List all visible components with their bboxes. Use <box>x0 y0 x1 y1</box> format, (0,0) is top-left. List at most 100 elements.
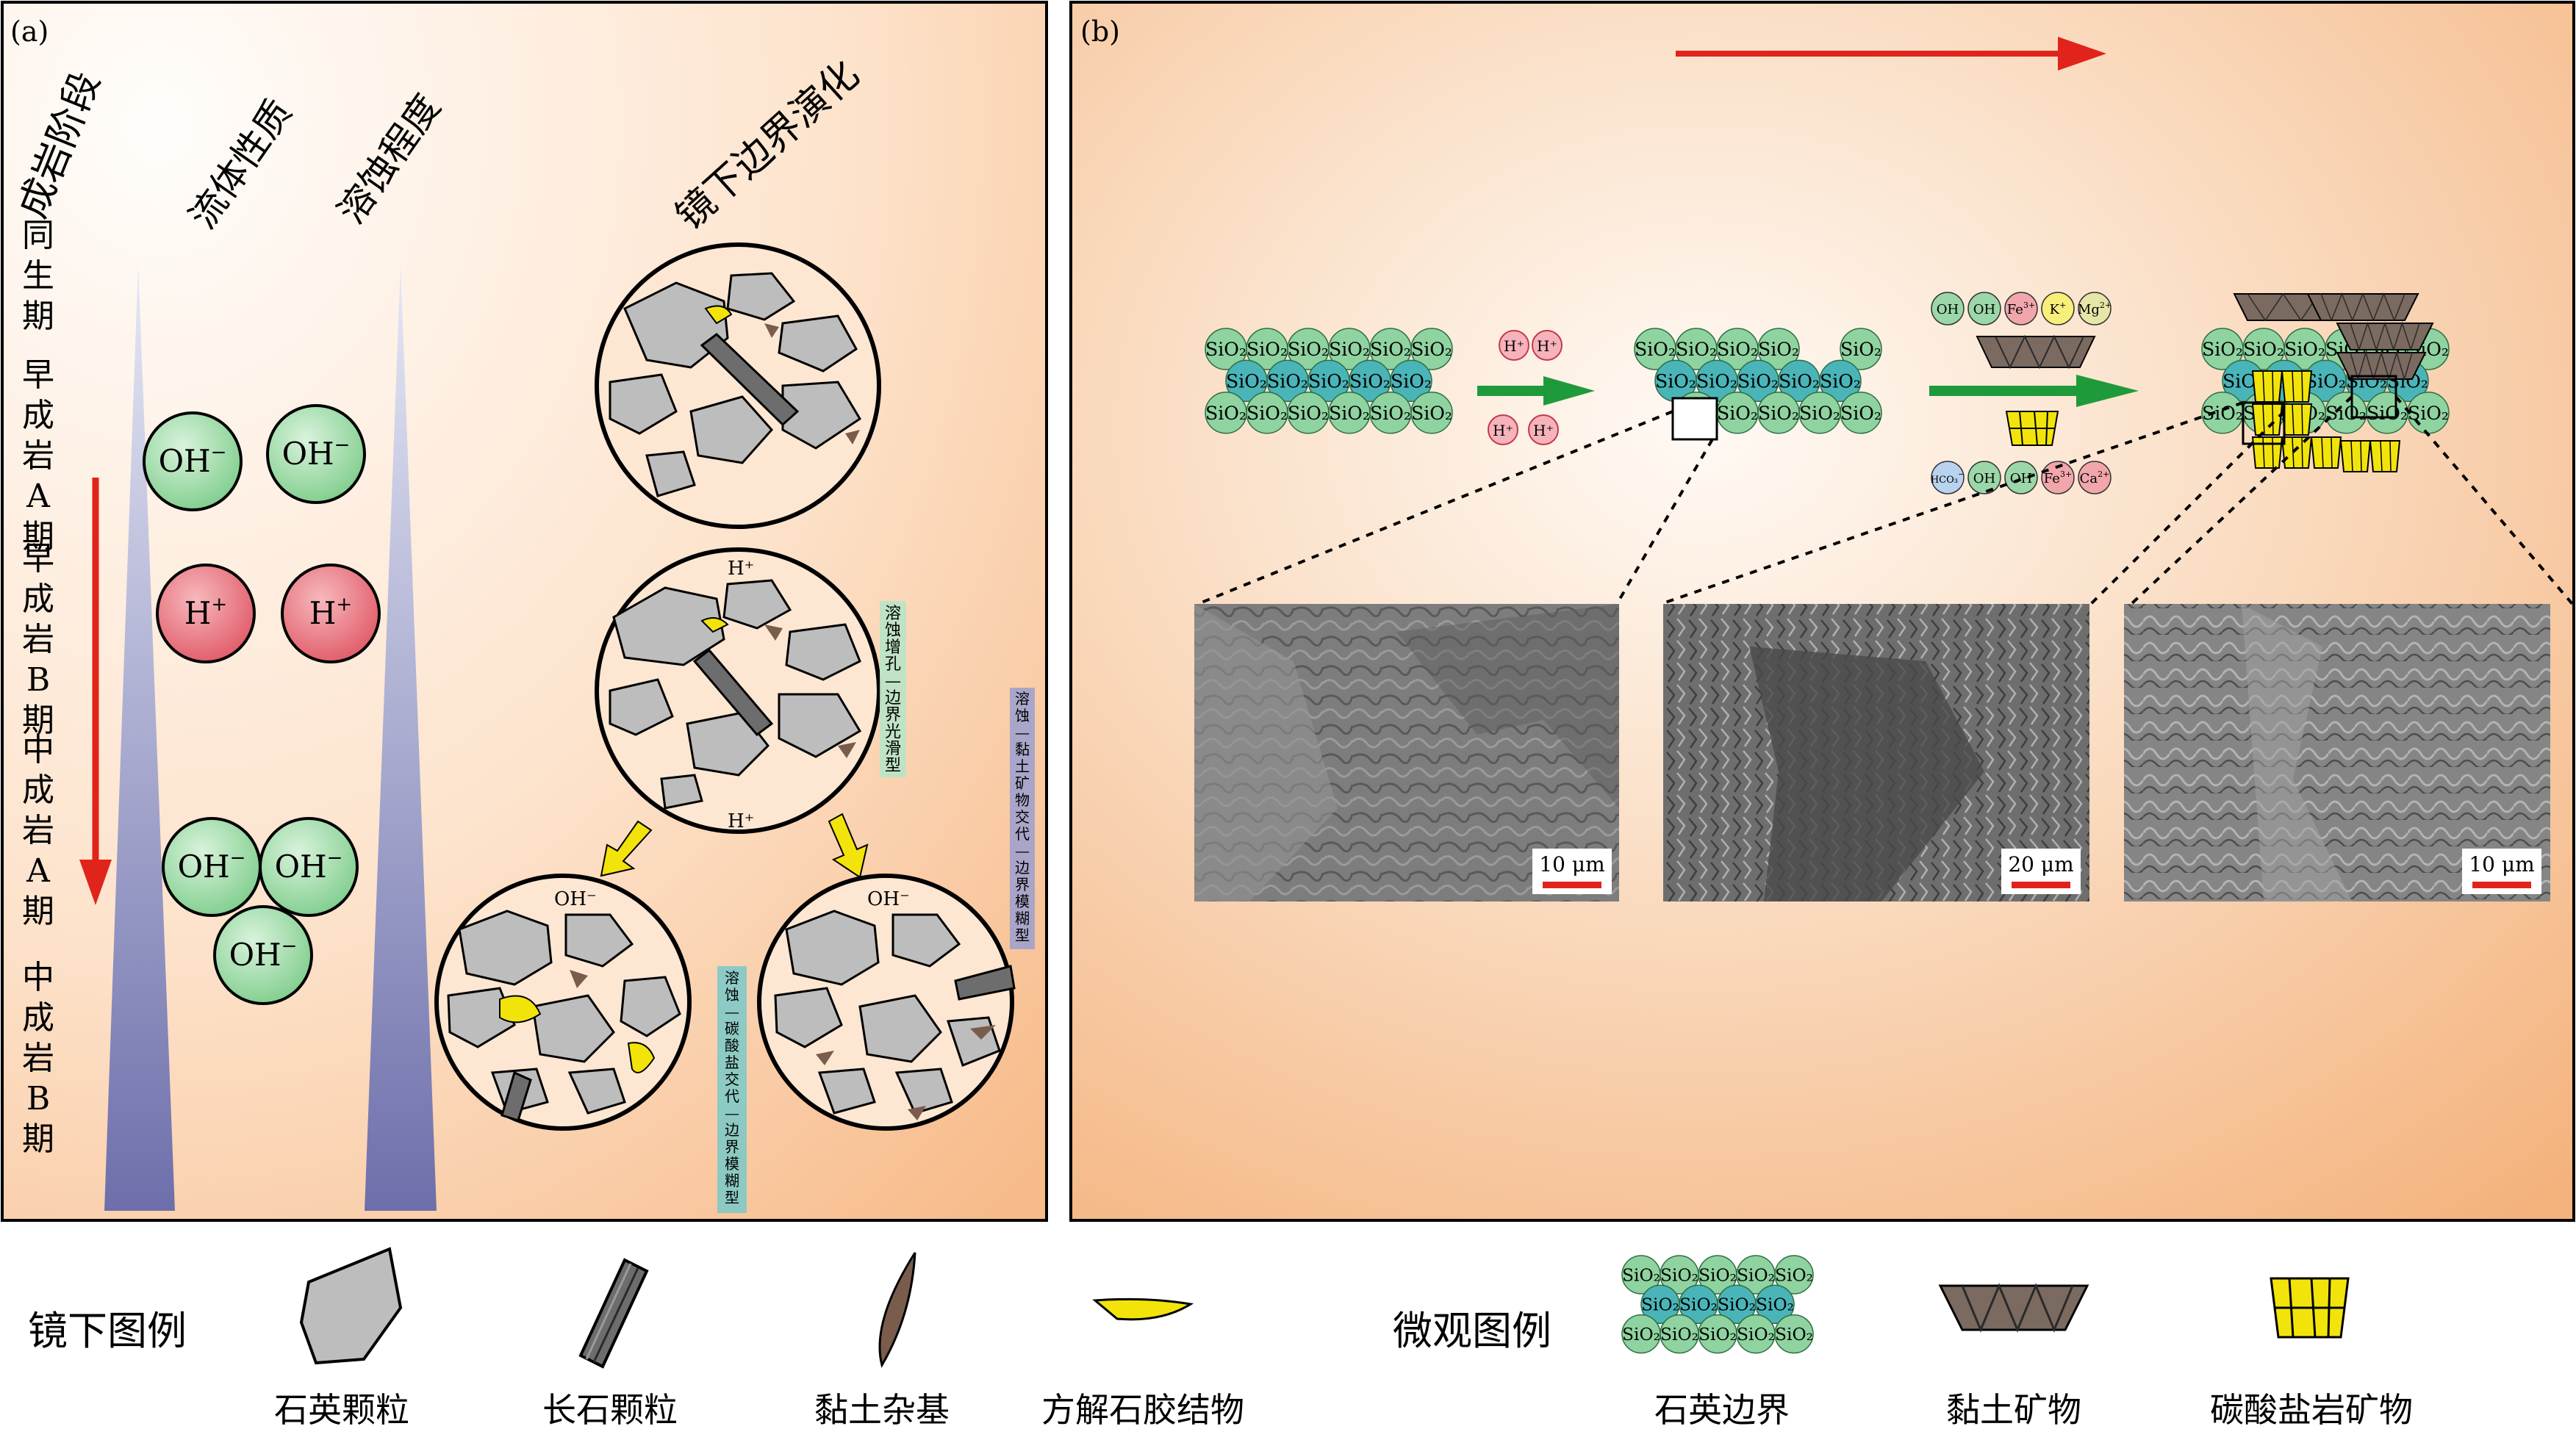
sio2-unit: SiO₂ <box>1328 392 1371 434</box>
sio2-unit: SiO₂ <box>1621 1255 1661 1295</box>
clay-mineral-icon <box>1976 334 2096 370</box>
sio2-unit: SiO₂ <box>1287 392 1330 434</box>
sio2-label: SiO₂ <box>1411 403 1452 424</box>
ion-circles: OH−OH−H+H+OH−OH−OH− <box>143 404 381 1005</box>
legend-feldspar-shape <box>578 1258 649 1369</box>
stage-char: B <box>26 1080 50 1117</box>
label-char: 模 <box>725 1155 739 1173</box>
sio2-unit: SiO₂ <box>1349 359 1391 403</box>
stage-char: B <box>26 661 50 699</box>
proton-circle <box>1499 330 1529 361</box>
stage-char: 岩 <box>22 621 54 658</box>
quartz-grain <box>891 913 961 968</box>
stage-char: 同 <box>22 217 54 254</box>
legend-calcite-label: 方解石胶结物 <box>1041 1390 1244 1429</box>
label-char: 孔 <box>885 655 901 674</box>
label-char: — <box>725 1104 739 1122</box>
carbonate-line <box>2380 440 2383 472</box>
carbonate-block <box>2251 436 2283 469</box>
proton-group: H⁺H⁺H⁺H⁺ <box>1488 330 1563 445</box>
ion-label: Fe3+ <box>2007 300 2035 317</box>
legend-quartz-shape <box>299 1247 403 1365</box>
proton-label: H⁺ <box>1493 422 1513 439</box>
label-char: 糊 <box>1015 910 1030 927</box>
stage-char: 生 <box>22 257 54 295</box>
ion-circle <box>2004 461 2038 494</box>
clay-layer <box>2306 293 2419 321</box>
sio2-label: SiO₂ <box>1698 1324 1737 1345</box>
sio2-label: SiO₂ <box>1718 1295 1756 1315</box>
carbonate-line <box>2262 370 2265 403</box>
sio2-unit: SiO₂ <box>1819 359 1862 403</box>
label-char: 土 <box>1015 757 1030 775</box>
stage-char: 早 <box>22 540 54 577</box>
proton-circle <box>1528 414 1559 445</box>
stage-char: 期 <box>22 893 54 930</box>
ion-label: OH− <box>282 434 351 472</box>
clay-layer <box>2336 352 2427 380</box>
h-tag-bottom: H⁺ <box>728 810 754 832</box>
sio2-circle <box>1755 1284 1795 1325</box>
sio2-circle <box>1410 328 1453 370</box>
carbonate-block <box>2251 370 2283 403</box>
ion-circle <box>213 905 313 1005</box>
label-char: 代 <box>1015 825 1030 843</box>
legend-clay-label: 黏土杂基 <box>814 1390 950 1429</box>
sio2-unit: SiO₂ <box>2201 392 2244 434</box>
sio2-unit: SiO₂ <box>1369 392 1412 434</box>
hydrogen-ion: H+ <box>156 564 256 663</box>
label-char: 界 <box>885 706 901 724</box>
legend-carbonate-label: 碳酸盐岩矿物 <box>2210 1390 2413 1429</box>
carbonate-line <box>2301 370 2303 403</box>
label-char: 界 <box>1015 876 1030 893</box>
clay-matrix <box>816 1051 834 1065</box>
label-char: 增 <box>885 638 901 657</box>
legend-clay-shape <box>878 1252 916 1368</box>
carbonate-line <box>2292 370 2295 403</box>
carbonate-line <box>2389 440 2392 472</box>
quartz-grain <box>817 1068 876 1115</box>
ion-label: H+ <box>309 594 352 631</box>
sio2-unit: SiO₂ <box>1205 392 1247 434</box>
oh-tag-left: OH⁻ <box>554 888 597 910</box>
sio2-label: SiO₂ <box>1411 339 1452 360</box>
stage-char: 岩 <box>22 812 54 849</box>
thin-section-4: OH⁻ <box>757 874 1016 1131</box>
carbonate-stack <box>2251 370 2401 472</box>
clay-matrix <box>570 970 588 988</box>
sio2-unit: SiO₂ <box>1328 328 1371 370</box>
ion-circle <box>2078 292 2112 325</box>
sio2-label: SiO₂ <box>1329 339 1370 360</box>
ion-circle <box>2041 292 2075 325</box>
sio2-circle <box>1774 1314 1814 1354</box>
sio2-unit: SiO₂ <box>1798 392 1841 434</box>
carbonate-mineral-icon <box>2005 411 2059 446</box>
sio2-label: SiO₂ <box>1205 339 1246 360</box>
legend-feldspar-label: 长石颗粒 <box>542 1390 678 1429</box>
carbonate-block <box>2369 440 2401 472</box>
proton-label: H⁺ <box>1537 337 1557 355</box>
carbonate-line <box>2292 403 2295 436</box>
sio2-label: SiO₂ <box>1775 1264 1813 1285</box>
sio2-unit: SiO₂ <box>1774 1255 1814 1295</box>
legend-micro-title: 镜下图例 <box>28 1308 187 1354</box>
sio2-label: SiO₂ <box>1370 403 1411 424</box>
label-char: 蚀 <box>725 986 739 1004</box>
sio2-label: SiO₂ <box>1349 370 1391 392</box>
sio2-label: SiO₂ <box>1267 370 1308 392</box>
ion-circle <box>1967 461 2001 494</box>
carbonate-block <box>2251 403 2283 436</box>
label-char: 型 <box>725 1189 739 1206</box>
hydrogen-ion: H+ <box>281 564 381 663</box>
quartz-grain <box>774 987 843 1048</box>
label-char: 光 <box>885 723 901 741</box>
sio2-unit: SiO₂ <box>1410 328 1453 370</box>
ion-label: OH <box>2010 471 2032 486</box>
sio2-label: SiO₂ <box>1737 1324 1775 1345</box>
quartz-grain <box>785 910 880 986</box>
sio2-label: SiO₂ <box>1737 370 1779 392</box>
proton-circle <box>1532 330 1563 361</box>
stage-char: 中 <box>22 959 54 996</box>
